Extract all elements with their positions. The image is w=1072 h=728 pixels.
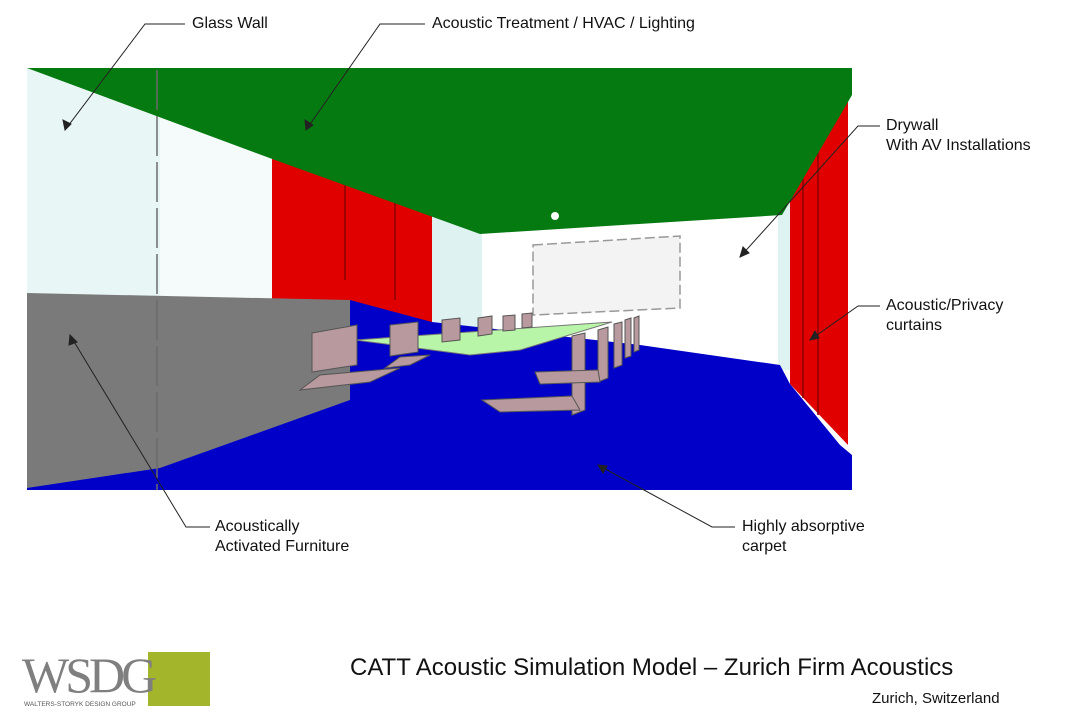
carpet-floor	[27, 300, 852, 490]
logo-tagline: WALTERS-STORYK DESIGN GROUP	[24, 701, 136, 708]
wsdg-logo: WSDG WALTERS-STORYK DESIGN GROUP	[22, 648, 210, 708]
logo-letters: WSDG	[22, 648, 156, 703]
acoustic-furniture	[27, 293, 350, 488]
callout-furniture-line1: Acoustically	[215, 518, 300, 535]
callout-drywall-line1: Drywall	[886, 117, 939, 134]
callout-carpet-line1: Highly absorptive	[742, 518, 865, 535]
callout-ceiling: Acoustic Treatment / HVAC / Lighting	[432, 15, 695, 32]
page-title: CATT Acoustic Simulation Model – Zurich …	[350, 654, 954, 681]
leader-lines	[62, 23, 880, 528]
chairs	[298, 312, 640, 416]
callout-furniture-line2: Activated Furniture	[215, 538, 350, 555]
callout-curtains-line1: Acoustic/Privacy	[886, 297, 1004, 314]
ceiling	[27, 68, 852, 234]
callout-drywall: Drywall With AV Installations	[886, 116, 1031, 156]
callout-curtains-line2: curtains	[886, 317, 943, 334]
callout-curtains: Acoustic/Privacy curtains	[886, 296, 1003, 336]
callout-glass-wall: Glass Wall	[192, 15, 268, 32]
page-subtitle: Zurich, Switzerland	[872, 690, 1000, 707]
callout-carpet-line2: carpet	[742, 538, 787, 555]
left-curtain	[272, 158, 432, 335]
whiteboard	[532, 235, 681, 316]
callout-drywall-line2: With AV Installations	[886, 137, 1031, 154]
callout-furniture: Acoustically Activated Furniture	[215, 517, 349, 557]
right-window-panel	[778, 200, 790, 370]
ceiling-light	[551, 212, 559, 220]
logo-square	[148, 652, 210, 706]
callout-carpet: Highly absorptive carpet	[742, 517, 865, 557]
